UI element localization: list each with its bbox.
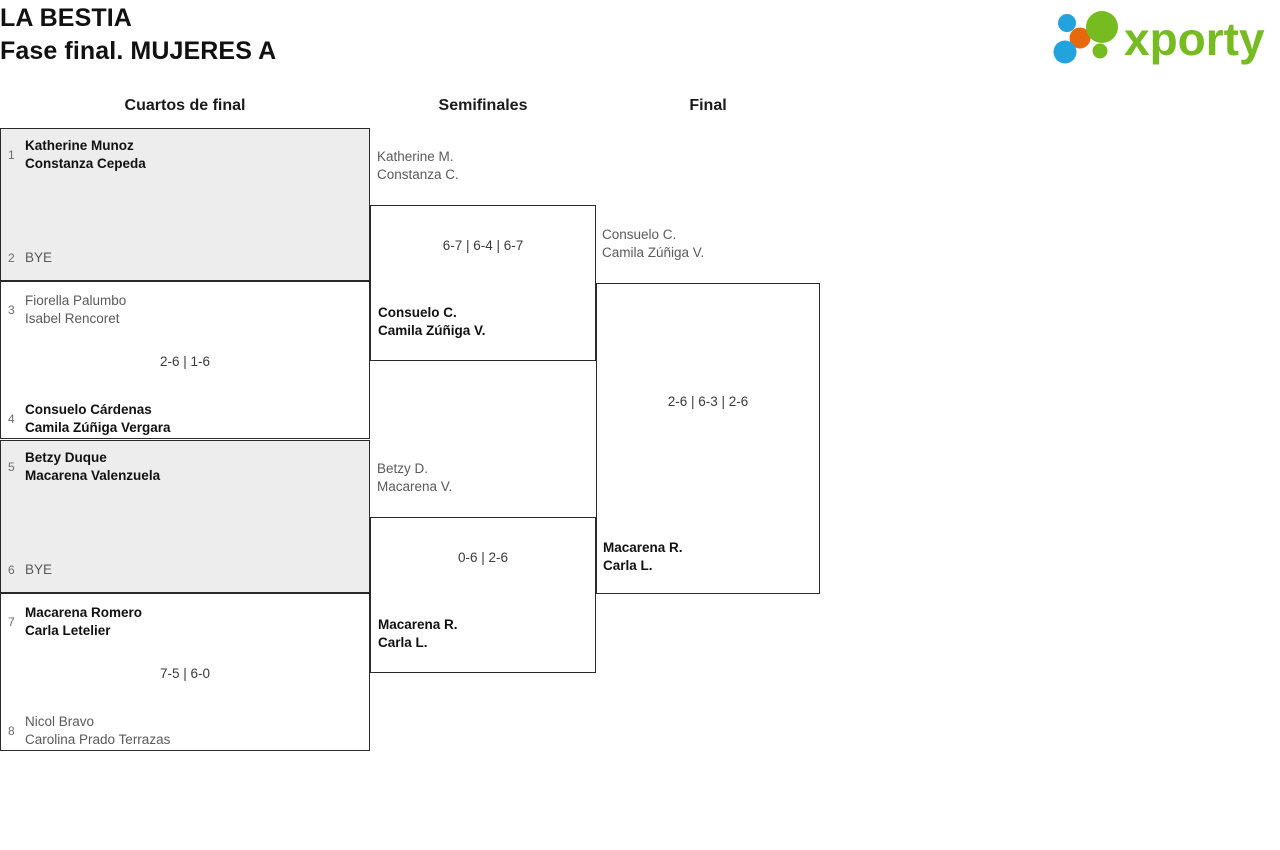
match-qf-1[interactable]: 1 Katherine Munoz Constanza Cepeda 2 BYE: [0, 128, 370, 281]
qf-3-seed-top: 5: [8, 460, 15, 474]
qf-4-names-bottom: Nicol Bravo Carolina Prado Terrazas: [25, 714, 171, 747]
qf-4-team-top: 7 Macarena Romero Carla Letelier: [1, 604, 142, 640]
qf-4-seed-bottom: 8: [8, 724, 15, 738]
round-header-final: Final: [689, 97, 727, 114]
sf-1-team-top: Katherine M. Constanza C.: [377, 149, 459, 182]
qf-2-seed-bottom: 4: [8, 412, 15, 426]
qf-3-team-top: 5 Betzy Duque Macarena Valenzuela: [1, 449, 160, 485]
qf-3-team-bottom: 6 BYE: [1, 561, 52, 579]
match-qf-4[interactable]: 7 Macarena Romero Carla Letelier 7-5 | 6…: [0, 593, 370, 751]
sf-1-team-bottom: Consuelo C. Camila Zúñiga V.: [378, 305, 486, 338]
match-qf-3[interactable]: 5 Betzy Duque Macarena Valenzuela 6 BYE: [0, 440, 370, 593]
qf-2-score: 2-6 | 1-6: [159, 354, 211, 369]
qf-4-score: 7-5 | 6-0: [159, 666, 211, 681]
logo-dot-blue-bottom: [1053, 40, 1077, 64]
final-score: 2-6 | 6-3 | 2-6: [667, 394, 749, 409]
logo-dot-green-small: [1092, 43, 1108, 59]
qf-3-seed-bottom: 6: [8, 563, 15, 577]
qf-2-names-top: Fiorella Palumbo Isabel Rencoret: [25, 293, 127, 326]
logo-dot-blue-top: [1058, 14, 1076, 32]
qf-3-names-top: Betzy Duque Macarena Valenzuela: [25, 450, 161, 483]
logo-dot-green-large: [1086, 11, 1118, 43]
final-team-bottom: Macarena R. Carla L.: [603, 540, 683, 573]
qf-4-team-bottom: 8 Nicol Bravo Carolina Prado Terrazas: [1, 713, 170, 749]
sf-1-score: 6-7 | 6-4 | 6-7: [442, 238, 524, 253]
round-header-quarterfinals: Cuartos de final: [124, 97, 246, 114]
sf-2-team-top: Betzy D. Macarena V.: [377, 461, 453, 494]
qf-2-team-bottom: 4 Consuelo Cárdenas Camila Zúñiga Vergar…: [1, 401, 171, 437]
logo-wordmark: xporty: [1124, 13, 1265, 65]
page-header: LA BESTIA Fase final. MUJERES A xporty: [0, 0, 1280, 88]
match-qf-2[interactable]: 3 Fiorella Palumbo Isabel Rencoret 2-6 |…: [0, 281, 370, 439]
sf-2-score: 0-6 | 2-6: [457, 550, 509, 565]
tournament-title: LA BESTIA: [0, 4, 132, 32]
qf-1-bye-label: BYE: [25, 250, 53, 265]
tournament-subtitle: Fase final. MUJERES A: [0, 37, 277, 65]
title-block: LA BESTIA Fase final. MUJERES A: [0, 2, 276, 68]
round-header-semifinals: Semifinales: [438, 97, 528, 114]
sf-2-team-bottom: Macarena R. Carla L.: [378, 617, 458, 650]
qf-1-seed-top: 1: [8, 148, 15, 162]
qf-4-seed-top: 7: [8, 615, 15, 629]
qf-3-bye-label: BYE: [25, 562, 53, 577]
qf-1-seed-bottom: 2: [8, 251, 15, 265]
logo-dot-orange: [1069, 27, 1091, 49]
match-final[interactable]: 2-6 | 6-3 | 2-6 Macarena R. Carla L.: [596, 283, 820, 594]
qf-1-names-top: Katherine Munoz Constanza Cepeda: [25, 138, 146, 171]
qf-2-team-top: 3 Fiorella Palumbo Isabel Rencoret: [1, 292, 126, 328]
qf-2-seed-top: 3: [8, 303, 15, 317]
qf-2-names-bottom: Consuelo Cárdenas Camila Zúñiga Vergara: [25, 402, 171, 435]
match-sf-1[interactable]: 6-7 | 6-4 | 6-7 Consuelo C. Camila Zúñig…: [370, 205, 596, 361]
qf-1-team-top: 1 Katherine Munoz Constanza Cepeda: [1, 137, 146, 173]
qf-4-names-top: Macarena Romero Carla Letelier: [25, 605, 143, 638]
qf-1-team-bottom: 2 BYE: [1, 249, 52, 267]
xporty-logo[interactable]: xporty: [1050, 5, 1274, 67]
match-sf-2[interactable]: 0-6 | 2-6 Macarena R. Carla L.: [370, 517, 596, 673]
final-team-top: Consuelo C. Camila Zúñiga V.: [602, 227, 705, 260]
